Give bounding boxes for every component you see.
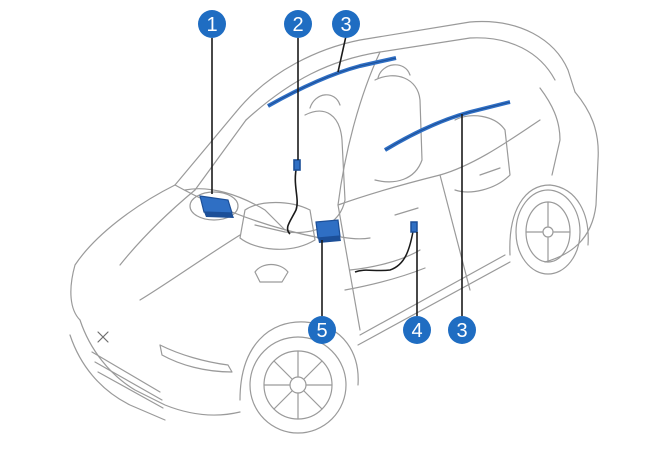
front-wheel-spokes <box>263 350 333 420</box>
grille-lines <box>91 351 164 409</box>
leader-lines <box>211 35 463 316</box>
svg-text:2: 2 <box>292 14 303 36</box>
callout-3a: 3 <box>332 10 360 38</box>
callout-1: 1 <box>198 10 226 38</box>
rear-wheel-outer <box>515 189 581 275</box>
rear-window <box>539 87 561 176</box>
rear-door <box>439 119 541 291</box>
side-sill <box>357 254 511 346</box>
leader-3a <box>337 35 347 73</box>
door-handle-rear <box>479 167 501 176</box>
hood-right-edge <box>174 184 321 239</box>
nose-logo <box>97 331 109 343</box>
passenger-seat <box>374 75 423 183</box>
callout-5: 5 <box>308 316 336 344</box>
driver-airbag-icon <box>199 195 234 218</box>
windshield-outline <box>174 111 247 191</box>
callout-4: 4 <box>403 316 431 344</box>
callout-2: 2 <box>284 10 312 38</box>
rear-seat <box>454 115 511 193</box>
callout-badges: 1 2 3 3 4 5 <box>198 10 476 344</box>
airbag-control-module-icon <box>315 219 341 243</box>
curtain-airbag-icon <box>267 56 397 108</box>
roof-inner-line <box>245 37 556 121</box>
rear-wheel-spokes <box>525 201 571 263</box>
driver-seat-cushion <box>239 201 316 250</box>
front-fascia <box>79 319 241 416</box>
svg-text:4: 4 <box>411 320 422 342</box>
svg-text:1: 1 <box>206 14 217 36</box>
rear-sensor-icon <box>354 221 418 273</box>
dashboard <box>184 188 286 231</box>
driver-seat <box>254 110 346 234</box>
airbag-components <box>199 56 511 273</box>
hood-crease <box>119 189 241 301</box>
steering-wheel <box>189 191 239 221</box>
headrest-passenger <box>377 64 411 79</box>
headrest-driver <box>309 94 341 109</box>
rear-pillar <box>544 91 599 263</box>
seat-side-airbag-harness-icon <box>286 159 301 235</box>
callout-3b: 3 <box>448 316 476 344</box>
door-handle-front <box>394 207 419 216</box>
rear-wheel-hub <box>542 226 554 238</box>
car-outline <box>69 20 599 434</box>
side-mirror <box>254 263 289 283</box>
front-wheel-arch <box>239 321 359 401</box>
front-wheel-outer <box>249 336 347 434</box>
a-pillar-right <box>337 51 381 206</box>
headlight <box>159 344 233 373</box>
svg-text:3: 3 <box>456 320 467 342</box>
hood-outline <box>70 184 176 321</box>
svg-text:5: 5 <box>316 320 327 342</box>
front-door <box>337 174 441 331</box>
curtain-airbag-icon <box>383 100 511 152</box>
roof-outline <box>235 20 576 113</box>
svg-text:3: 3 <box>340 14 351 36</box>
rear-wheel-arch <box>509 184 589 256</box>
bumper-lower <box>69 334 166 421</box>
